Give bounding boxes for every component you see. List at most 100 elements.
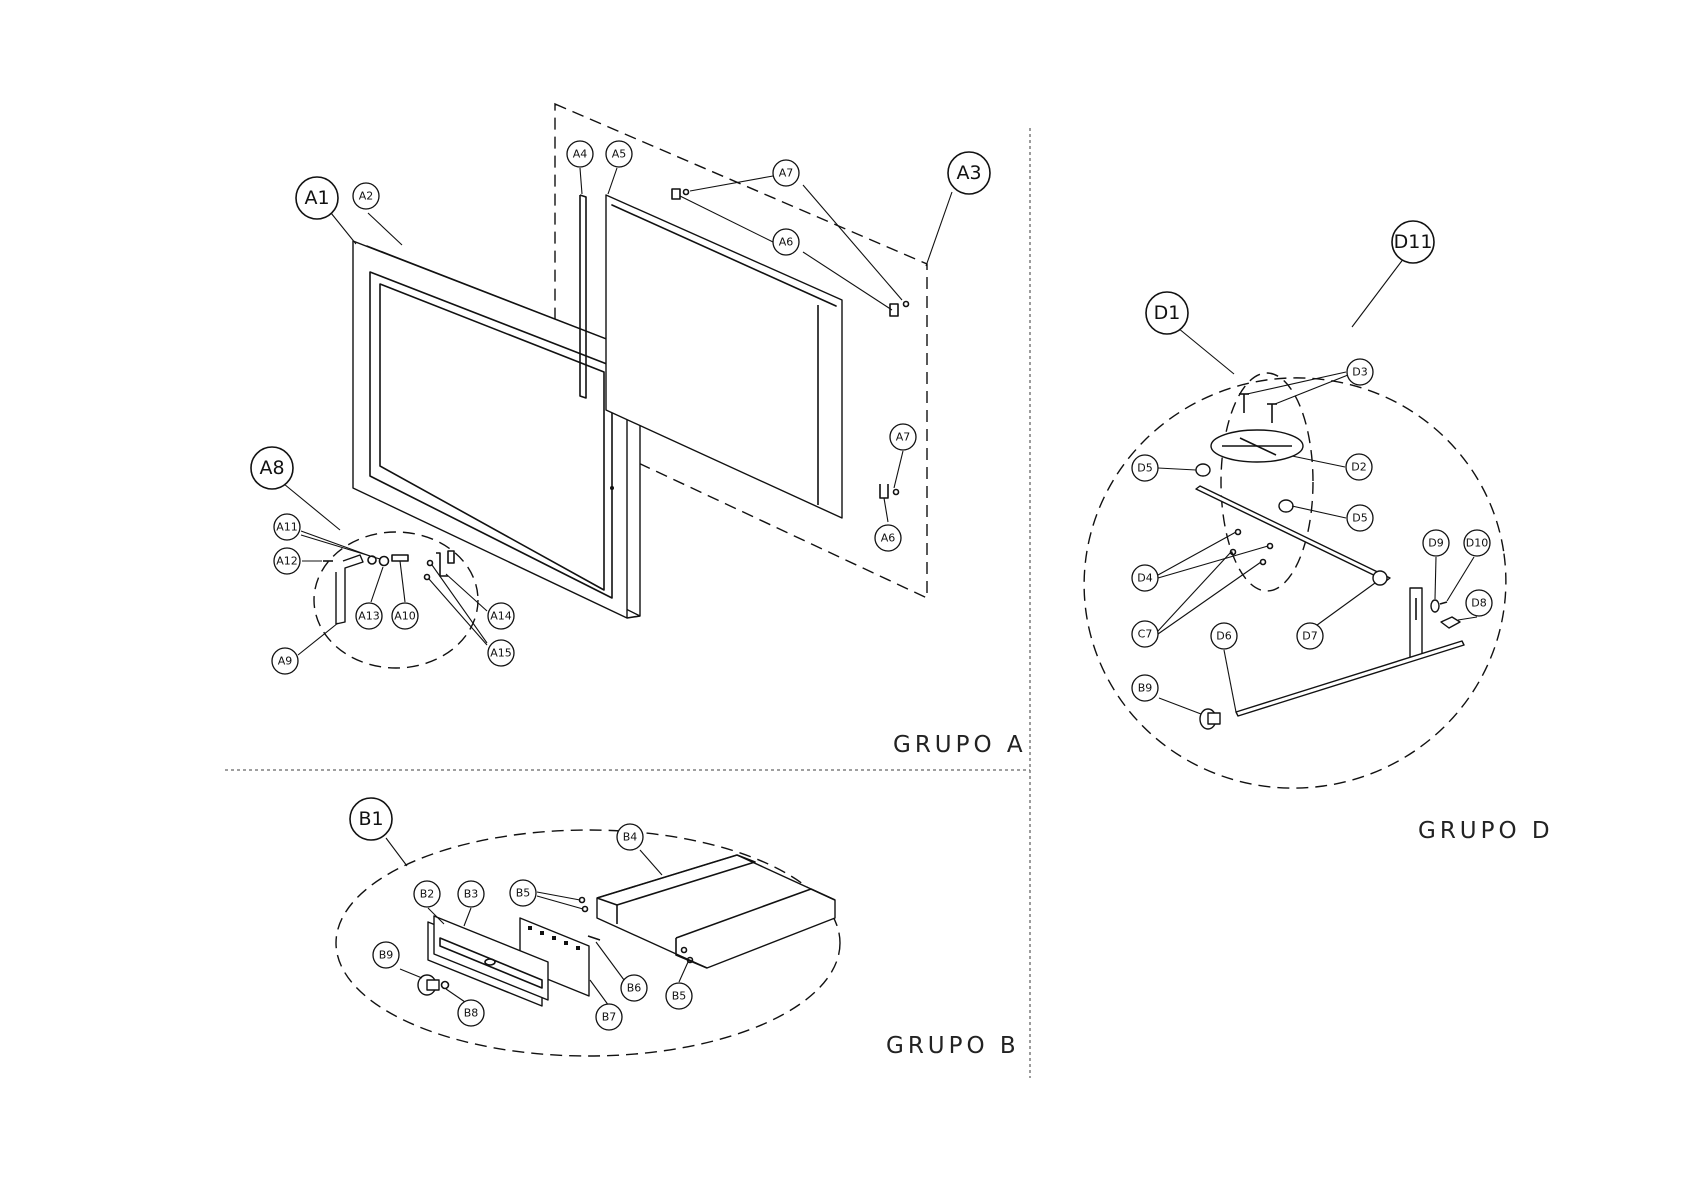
screw-top-left (684, 190, 689, 195)
svg-text:B2: B2 (420, 888, 435, 901)
leader-c7-1 (1158, 552, 1231, 631)
leader-b9 (400, 969, 422, 978)
svg-text:D10: D10 (1466, 537, 1488, 550)
callout-a4: A4 (567, 141, 593, 167)
leader-b6 (596, 942, 627, 984)
leader-b9-d (1159, 698, 1201, 714)
svg-text:B9: B9 (379, 949, 394, 962)
callout-b7: B7 (596, 1004, 622, 1030)
svg-text:A14: A14 (490, 610, 512, 623)
callout-d1: D1 (1146, 292, 1188, 334)
svg-text:B7: B7 (602, 1011, 617, 1024)
leader-d9 (1435, 557, 1436, 599)
leader-a2 (368, 213, 402, 245)
a15-screw-2 (425, 575, 430, 580)
d7-rod-arm (1196, 486, 1390, 581)
b9-knob-shaft (427, 980, 439, 990)
callout-b9: B9 (373, 942, 399, 968)
leader-a13 (371, 567, 383, 602)
leader-d6 (1224, 650, 1236, 712)
b9-knob-d-shaft (1208, 713, 1220, 724)
svg-text:D5: D5 (1352, 512, 1367, 525)
callout-c7: C7 (1132, 621, 1158, 647)
callout-a10: A10 (392, 603, 418, 629)
svg-text:A7: A7 (896, 431, 911, 444)
leader-d5-2 (1292, 506, 1346, 518)
d5-roller-2 (1279, 500, 1293, 512)
callout-a5: A5 (606, 141, 632, 167)
b4-bracket-tray (597, 855, 835, 968)
d10-screw (1440, 602, 1447, 604)
callout-d2: D2 (1346, 454, 1372, 480)
d4-screw-2 (1268, 544, 1273, 549)
d4-screw-1 (1236, 530, 1241, 535)
svg-text:A6: A6 (881, 532, 896, 545)
callout-d7: D7 (1297, 623, 1323, 649)
callout-a6-lower: A6 (875, 525, 901, 551)
svg-text:A3: A3 (956, 162, 981, 184)
clip-bottom-right (880, 484, 888, 498)
callout-a1: A1 (296, 177, 338, 219)
leader-a5 (608, 168, 617, 194)
group-a: A1 A2 A3 A4 A5 A7 A6 A7 A6 A8 A11 A12 A1… (251, 104, 1027, 758)
screw-top-right (904, 302, 909, 307)
b8-washer (442, 982, 449, 989)
leader-a7-3 (894, 451, 903, 488)
leader-b5-1 (537, 892, 580, 900)
a10-bolt (392, 555, 408, 561)
svg-text:A11: A11 (276, 521, 298, 534)
leader-d4-1 (1158, 532, 1236, 575)
svg-text:B4: B4 (623, 831, 638, 844)
callout-b2: B2 (414, 881, 440, 907)
svg-text:A5: A5 (612, 148, 627, 161)
svg-text:B1: B1 (358, 808, 383, 830)
a14-latch-plate (448, 551, 454, 563)
leader-b5-3 (679, 962, 688, 982)
svg-text:C7: C7 (1138, 628, 1153, 641)
callout-d5: D5 (1132, 455, 1158, 481)
svg-text:D5: D5 (1137, 462, 1152, 475)
callout-d5-lower: D5 (1347, 505, 1373, 531)
callout-a12: A12 (274, 548, 300, 574)
callout-a14: A14 (488, 603, 514, 629)
callout-b1: B1 (350, 798, 392, 840)
svg-text:B3: B3 (464, 888, 479, 901)
svg-text:D4: D4 (1137, 572, 1152, 585)
callout-d8: D8 (1466, 590, 1492, 616)
c7-screw-1 (1231, 550, 1236, 555)
frame-depth-bottom (627, 616, 640, 618)
callout-d4: D4 (1132, 565, 1158, 591)
svg-text:B5: B5 (516, 887, 531, 900)
d9-washer (1431, 600, 1439, 612)
svg-text:B8: B8 (464, 1007, 479, 1020)
leader-d1 (1178, 328, 1234, 374)
svg-text:D9: D9 (1428, 537, 1443, 550)
svg-text:A7: A7 (779, 167, 794, 180)
d11-group-outline (1058, 351, 1533, 816)
leader-d7 (1313, 583, 1375, 628)
callout-a8: A8 (251, 447, 293, 489)
svg-text:B5: B5 (672, 990, 687, 1003)
svg-text:A15: A15 (490, 647, 512, 660)
leader-d2 (1292, 456, 1345, 467)
leader-d8 (1458, 617, 1477, 620)
callout-b6: B6 (621, 975, 647, 1001)
svg-text:A12: A12 (276, 555, 298, 568)
leader-d11 (1352, 258, 1404, 327)
leader-b4 (640, 850, 662, 875)
callout-a2: A2 (353, 183, 379, 209)
leader-a15-2 (429, 579, 487, 645)
svg-text:D6: D6 (1216, 630, 1231, 643)
leader-a7-1 (690, 176, 773, 191)
group-d-title: GRUPO D (1418, 818, 1554, 844)
leader-a11-2 (301, 535, 380, 559)
callout-b5: B5 (510, 880, 536, 906)
leader-b8 (446, 989, 465, 1002)
d8-knob (1441, 617, 1460, 628)
callout-a9: A9 (272, 648, 298, 674)
svg-text:A13: A13 (358, 610, 380, 623)
leader-a1 (331, 213, 356, 244)
callout-b9-d: B9 (1132, 675, 1158, 701)
callout-b4: B4 (617, 824, 643, 850)
